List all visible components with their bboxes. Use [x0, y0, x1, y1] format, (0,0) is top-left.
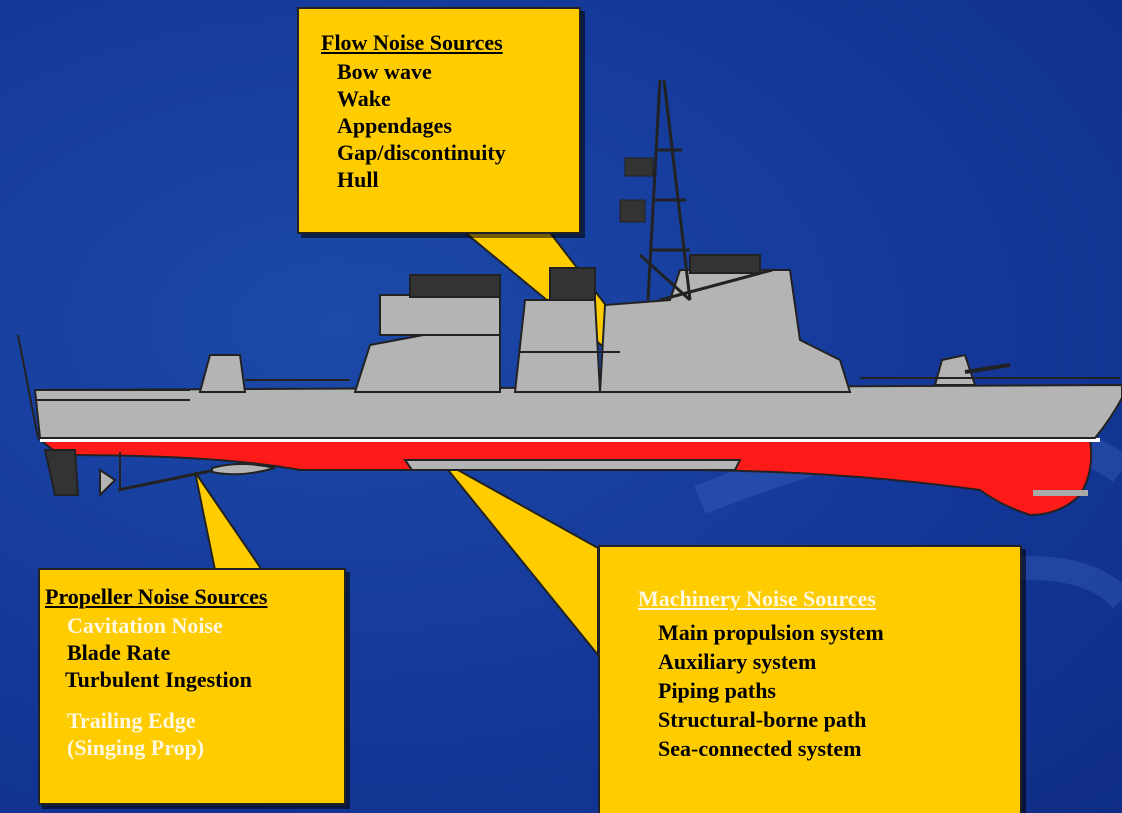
machinery-noise-item: Piping paths — [658, 678, 776, 703]
flow-noise-item: Gap/discontinuity — [337, 140, 506, 165]
propeller-noise-item: Trailing Edge — [67, 708, 196, 733]
machinery-noise-item: Main propulsion system — [658, 620, 884, 645]
propeller-noise-item: Cavitation Noise — [67, 613, 223, 638]
propeller-noise-item: (Singing Prop) — [67, 735, 205, 760]
propeller-pointer — [194, 471, 264, 571]
mast — [638, 79, 773, 302]
machinery-noise-title: Machinery Noise Sources — [638, 586, 876, 611]
propeller-noise-title: Propeller Noise Sources — [45, 584, 268, 609]
flags — [619, 157, 654, 223]
rudder — [43, 449, 80, 496]
superstructure — [198, 254, 977, 393]
propeller-shaft — [117, 468, 216, 492]
shaft-strut — [211, 463, 276, 476]
flow-noise-callout: Flow Noise Sources Bow wave Wake Appenda… — [297, 7, 581, 234]
flow-noise-item: Bow wave — [337, 59, 432, 84]
gun-barrel — [964, 363, 1011, 374]
machinery-noise-item: Sea-connected system — [658, 736, 862, 761]
machinery-noise-item: Structural-borne path — [658, 707, 867, 732]
machinery-noise-callout: Machinery Noise Sources Main propulsion … — [598, 545, 1022, 813]
railings — [35, 351, 1120, 401]
flow-noise-item: Wake — [337, 86, 391, 111]
flow-noise-item: Appendages — [337, 113, 452, 138]
propeller-noise-item: Turbulent Ingestion — [65, 667, 252, 692]
flow-noise-title: Flow Noise Sources — [321, 30, 503, 55]
propeller-noise-item: Blade Rate — [67, 640, 171, 665]
flow-noise-item: Hull — [337, 167, 379, 192]
propeller-noise-callout: Propeller Noise Sources Cavitation Noise… — [38, 568, 346, 805]
sonar-strip — [403, 459, 742, 471]
bow-sonar — [1033, 490, 1088, 496]
propeller — [99, 468, 117, 498]
hull-upper — [33, 383, 1122, 439]
machinery-noise-item: Auxiliary system — [658, 649, 817, 674]
machinery-pointer — [439, 459, 599, 658]
stern-post — [17, 334, 39, 439]
